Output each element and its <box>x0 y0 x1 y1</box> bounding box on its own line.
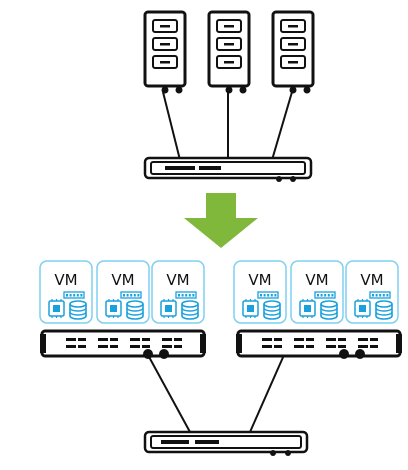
cable-host-right <box>249 354 285 433</box>
virtual-machine: VM <box>96 260 150 324</box>
vm-hosts-group: VM VM VM VM VM VM <box>39 260 402 359</box>
cpu-chip-icon <box>48 299 65 318</box>
physical-server <box>207 10 251 94</box>
top-switch <box>143 156 313 182</box>
rack-server <box>40 329 206 359</box>
virtual-machine: VM <box>290 260 344 324</box>
memory-module-icon <box>175 291 197 299</box>
vm-host: VM VM VM <box>39 260 206 359</box>
cpu-chip-icon <box>160 299 177 318</box>
arrow-down-icon <box>184 193 258 248</box>
bottom-switch <box>143 430 309 456</box>
memory-module-icon <box>63 291 85 299</box>
virtual-machine: VM <box>345 260 399 324</box>
vm-label: VM <box>111 271 134 289</box>
database-disk-icon <box>263 300 281 320</box>
server-tower-icon <box>143 10 187 94</box>
virtual-machine: VM <box>39 260 93 324</box>
database-disk-icon <box>126 300 144 320</box>
memory-module-icon <box>257 291 279 299</box>
bottom-cables <box>147 354 285 433</box>
vm-label: VM <box>360 271 383 289</box>
database-disk-icon <box>181 300 199 320</box>
rack-server-icon <box>40 329 206 359</box>
database-disk-icon <box>69 300 87 320</box>
network-switch-icon <box>143 156 313 182</box>
rack-server <box>236 329 402 359</box>
cable-server-3 <box>271 91 293 161</box>
physical-servers-group <box>143 10 315 94</box>
vm-host: VM VM VM <box>233 260 402 359</box>
virtual-machine: VM <box>233 260 287 324</box>
physical-server <box>271 10 315 94</box>
rack-server-icon <box>236 329 402 359</box>
memory-module-icon <box>314 291 336 299</box>
server-tower-icon <box>207 10 251 94</box>
memory-module-icon <box>369 291 391 299</box>
vm-label: VM <box>166 271 189 289</box>
physical-server <box>143 10 187 94</box>
server-tower-icon <box>271 10 315 94</box>
database-disk-icon <box>320 300 338 320</box>
vm-label: VM <box>54 271 77 289</box>
cable-host-left <box>147 354 191 433</box>
virtual-machine: VM <box>151 260 205 324</box>
top-cables <box>162 91 293 161</box>
cpu-chip-icon <box>299 299 316 318</box>
cpu-chip-icon <box>105 299 122 318</box>
cpu-chip-icon <box>354 299 371 318</box>
vm-label: VM <box>305 271 328 289</box>
vm-label: VM <box>248 271 271 289</box>
cable-server-1 <box>162 91 181 161</box>
database-disk-icon <box>375 300 393 320</box>
network-switch-icon <box>143 430 309 456</box>
memory-module-icon <box>120 291 142 299</box>
cpu-chip-icon <box>242 299 259 318</box>
